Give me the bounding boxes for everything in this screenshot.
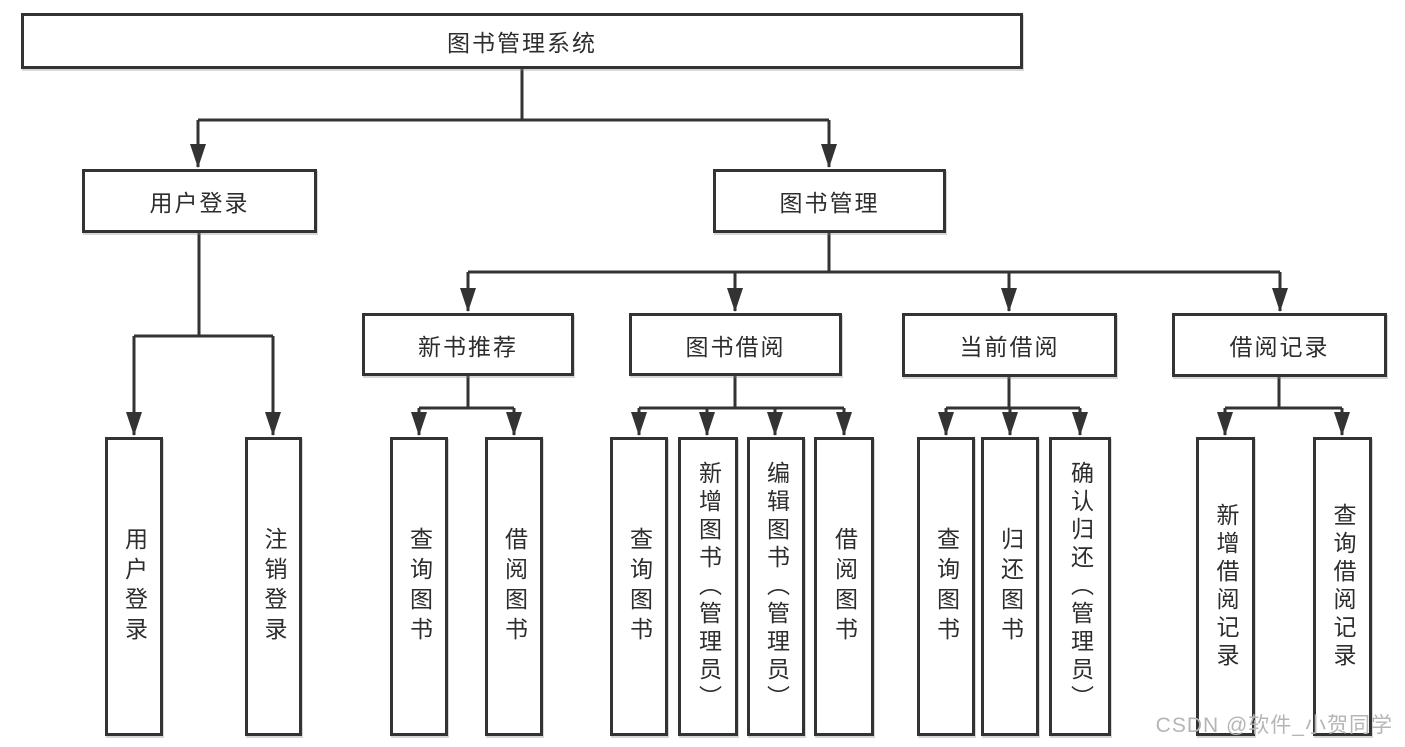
node-borrow-record-label: 借阅记录 [1229,334,1330,360]
leaf-confirm-return-admin-label: 确认归还（管理员） [1067,460,1094,713]
node-book-borrow-label: 图书借阅 [685,333,786,360]
leaf-user-login-label: 用户登录 [121,526,148,647]
leaf-current-query-book: 查询图书 [917,437,975,736]
node-root-label: 图书管理系统 [447,30,597,56]
leaf-logout: 注销登录 [245,437,302,736]
leaf-query-borrow-record-label: 查询借阅记录 [1330,502,1356,671]
leaf-query-borrow-record: 查询借阅记录 [1313,437,1372,736]
node-user-login-label: 用户登录 [149,190,250,216]
leaf-borrow-query-book: 查询图书 [610,437,668,736]
node-book-borrow: 图书借阅 [629,313,842,376]
node-new-book-recommend-label: 新书推荐 [418,333,518,360]
leaf-add-borrow-record-label: 新增借阅记录 [1213,502,1239,671]
leaf-borrow-book-label: 借阅图书 [831,526,858,647]
node-book-mgmt-label: 图书管理 [779,190,880,216]
leaf-recommend-query-book-label: 查询图书 [406,526,433,647]
connector-borrow-record [1217,377,1350,436]
leaf-add-book-admin-label: 新增图书（管理员） [695,460,722,713]
node-user-login: 用户登录 [82,169,317,233]
leaf-return-book: 归还图书 [981,437,1039,736]
leaf-add-borrow-record: 新增借阅记录 [1196,437,1255,736]
leaf-add-book-admin: 新增图书（管理员） [678,437,738,736]
connector-new-book [411,376,522,436]
connector-user-login [126,233,281,436]
leaf-edit-book-admin-label: 编辑图书（管理员） [763,460,790,713]
node-root-system: 图书管理系统 [21,13,1023,69]
leaf-return-book-label: 归还图书 [997,526,1024,647]
node-new-book-recommend: 新书推荐 [362,313,574,376]
connector-book-borrow [631,376,852,436]
leaf-recommend-borrow-book-label: 借阅图书 [501,526,528,647]
leaf-recommend-query-book: 查询图书 [390,437,448,736]
leaf-user-login: 用户登录 [105,437,163,736]
node-book-mgmt: 图书管理 [713,169,946,233]
node-current-borrow: 当前借阅 [902,313,1117,377]
leaf-borrow-book: 借阅图书 [814,437,874,736]
leaf-edit-book-admin: 编辑图书（管理员） [747,437,805,736]
leaf-recommend-borrow-book: 借阅图书 [485,437,543,736]
node-borrow-record: 借阅记录 [1172,313,1387,377]
node-current-borrow-label: 当前借阅 [959,334,1060,360]
connector-book-mgmt [460,233,1288,312]
leaf-borrow-query-book-label: 查询图书 [626,526,653,647]
connector-root [190,69,837,168]
leaf-current-query-book-label: 查询图书 [933,526,960,647]
csdn-watermark: CSDN @软件_小贺同学 [1155,714,1393,737]
leaf-confirm-return-admin: 确认归还（管理员） [1049,437,1111,736]
leaf-logout-label: 注销登录 [261,526,287,647]
connector-current-borrow [938,377,1088,436]
